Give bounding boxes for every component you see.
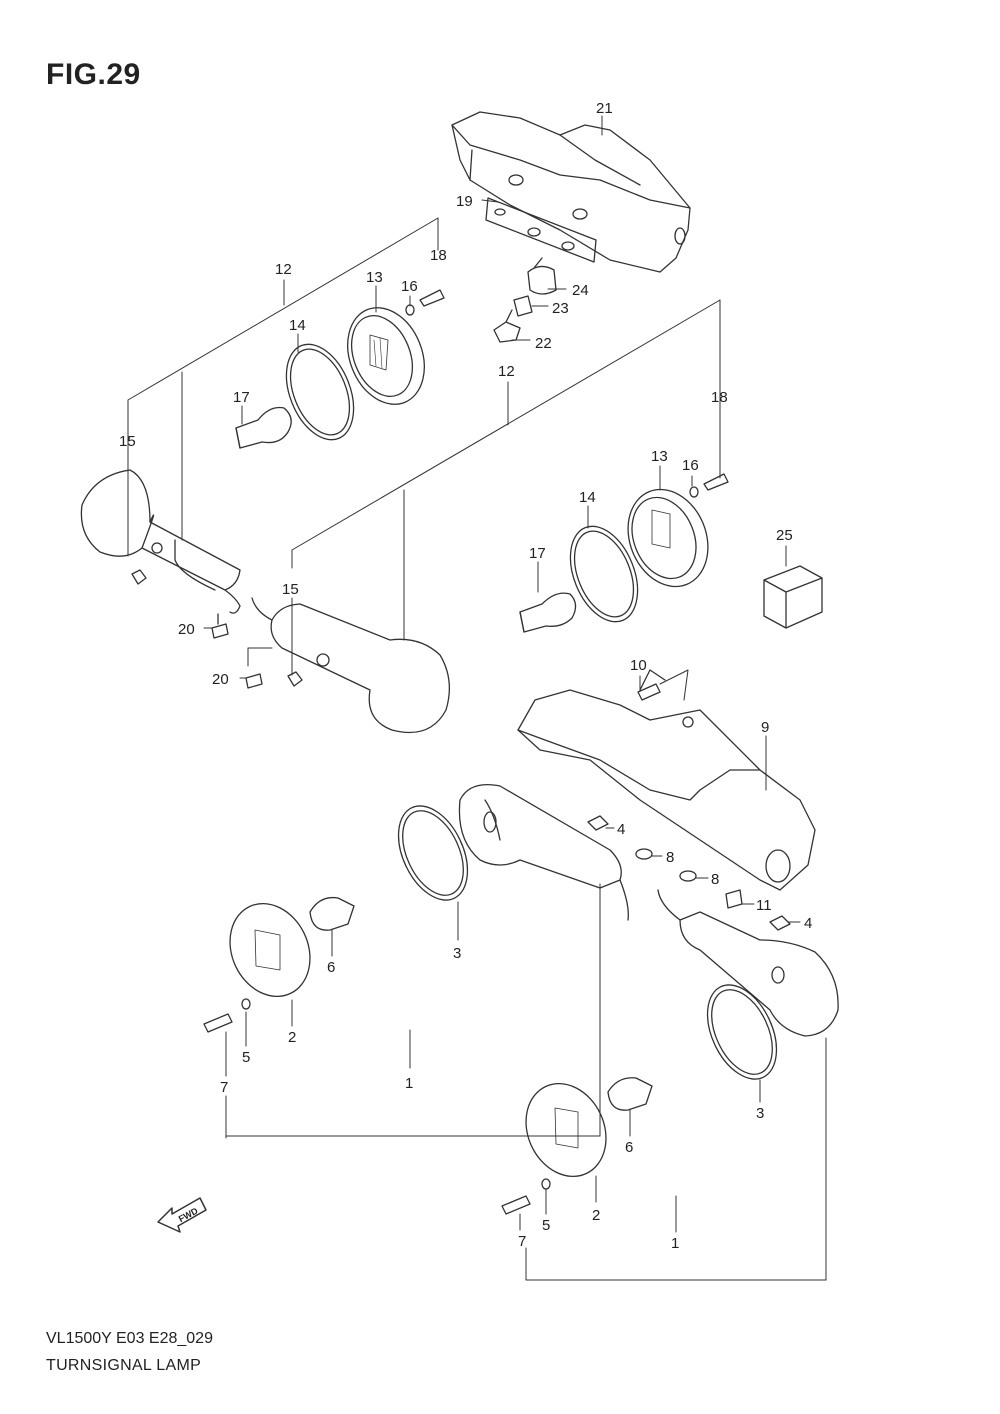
screw-7-b-shape	[501, 1195, 531, 1215]
fwd-arrow-icon: FWD	[157, 1197, 207, 1233]
bracket-9-shape	[517, 669, 816, 891]
bulb-6-a-shape	[309, 896, 355, 931]
figure-title: FIG.29	[46, 58, 141, 91]
callout-6-a: 6	[327, 959, 335, 976]
callout-1-a: 1	[405, 1075, 413, 1092]
callout-18-upper: 18	[430, 247, 447, 264]
gasket-14-upper-shape	[285, 343, 355, 441]
fwd-label: FWD	[177, 1205, 200, 1224]
screw-18-upper-shape	[419, 289, 445, 307]
bracket-21-shape	[451, 111, 691, 273]
callout-9: 9	[761, 719, 769, 736]
callout-labels: 21 19 24 23 22 12 18 13 16 14 17 15 12 1…	[119, 100, 812, 1252]
lens-2-b-shape	[525, 1082, 607, 1178]
lens-2-a-shape	[229, 902, 311, 998]
screw-18-lower-shape	[703, 473, 729, 491]
bolt-11-shape	[725, 889, 743, 909]
callout-2-b: 2	[592, 1207, 600, 1224]
nut-4-b-shape	[769, 915, 791, 931]
lens-13-upper-shape	[347, 307, 425, 405]
leader-lines	[127, 115, 827, 1281]
model-code: VL1500Y E03 E28_029	[46, 1330, 213, 1347]
front-turnsignal-right-shape	[657, 889, 839, 1037]
callout-8-b: 8	[711, 871, 719, 888]
callout-7-b: 7	[518, 1233, 526, 1250]
callout-8-a: 8	[666, 849, 674, 866]
washer-5-a-shape	[241, 998, 251, 1010]
rear-turnsignal-upper-shape	[80, 469, 241, 614]
grommet-24-shape	[527, 257, 557, 295]
washer-5-b-shape	[541, 1178, 551, 1190]
bolt-8-a-shape	[635, 848, 653, 860]
callout-14-upper: 14	[289, 317, 306, 334]
part-name: TURNSIGNAL LAMP	[46, 1357, 202, 1374]
bulb-6-b-shape	[607, 1077, 653, 1111]
bulb-17-lower-shape	[519, 592, 577, 633]
callout-13-upper: 13	[366, 269, 383, 286]
lens-13-lower-shape	[627, 488, 709, 588]
callout-15-lower: 15	[282, 581, 299, 598]
callout-5-a: 5	[242, 1049, 250, 1066]
callout-7-a: 7	[220, 1079, 228, 1096]
callout-20-b: 20	[212, 671, 229, 688]
callout-3-a: 3	[453, 945, 461, 962]
nut-4-a-shape	[587, 815, 609, 831]
collar-23-shape	[513, 295, 533, 317]
callout-17-lower: 17	[529, 545, 546, 562]
callout-6-b: 6	[625, 1139, 633, 1156]
callout-21: 21	[596, 100, 613, 117]
callout-4-b: 4	[804, 915, 812, 932]
callout-23: 23	[552, 300, 569, 317]
rear-turnsignal-lower-shape	[251, 597, 451, 734]
bolt-8-b-shape	[679, 870, 697, 882]
callout-11: 11	[756, 897, 772, 914]
gasket-3-a-shape	[397, 805, 469, 901]
callout-19: 19	[456, 193, 473, 210]
callout-4-a: 4	[617, 821, 625, 838]
callout-12-lower: 12	[498, 363, 515, 380]
screw-20-b-shape	[245, 673, 263, 689]
callout-10: 10	[630, 657, 647, 674]
callout-17-upper: 17	[233, 389, 250, 406]
bolt-22-shape	[493, 309, 521, 343]
callout-18-lower: 18	[711, 389, 728, 406]
gasket-14-lower-shape	[569, 525, 639, 623]
callout-3-b: 3	[756, 1105, 764, 1122]
callout-20-a: 20	[178, 621, 195, 638]
callout-14-lower: 14	[579, 489, 596, 506]
callout-12-upper: 12	[275, 261, 292, 278]
front-turnsignal-left-shape	[458, 783, 629, 921]
callout-16-lower: 16	[682, 457, 699, 474]
callout-1-b: 1	[671, 1235, 679, 1252]
callout-15-upper: 15	[119, 433, 136, 450]
callout-25: 25	[776, 527, 793, 544]
cushion-19-shape	[485, 197, 597, 263]
bulb-17-upper-shape	[235, 406, 292, 449]
callout-24: 24	[572, 282, 589, 299]
screw-10-shape	[637, 683, 661, 701]
callout-5-b: 5	[542, 1217, 550, 1234]
gasket-3-b-shape	[706, 984, 778, 1080]
screw-7-a-shape	[203, 1013, 233, 1033]
callout-13-lower: 13	[651, 448, 668, 465]
screw-20-a-shape	[211, 613, 229, 639]
callout-22: 22	[535, 335, 552, 352]
callout-2-a: 2	[288, 1029, 296, 1046]
relay-25-shape	[763, 565, 823, 629]
washer-16-lower-shape	[689, 486, 699, 498]
callout-16-upper: 16	[401, 278, 418, 295]
